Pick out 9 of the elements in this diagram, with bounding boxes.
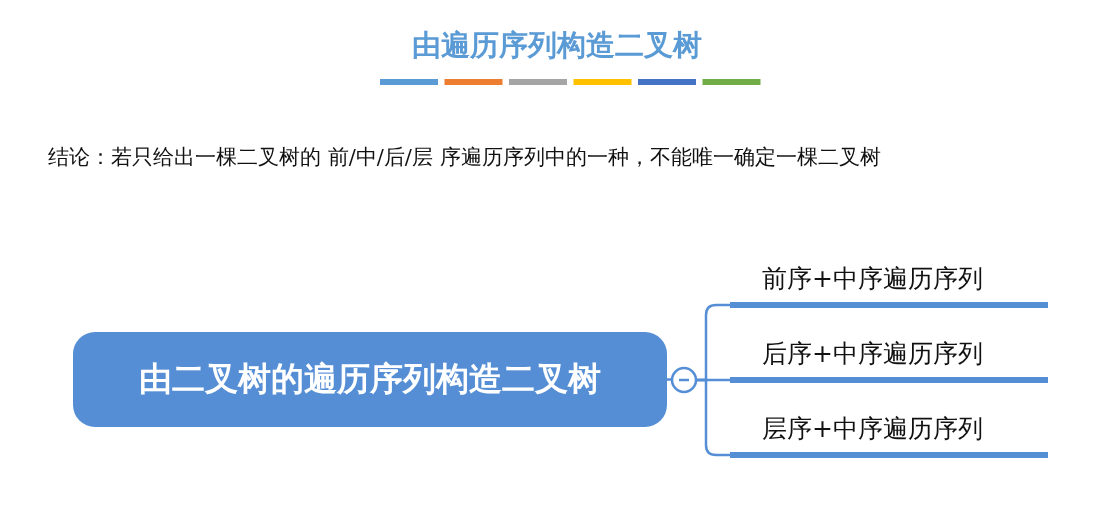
branch-topic: 前序+中序遍历序列: [730, 255, 1048, 308]
branch-topic: 后序+中序遍历序列: [730, 330, 1048, 383]
connector-line: [667, 378, 672, 381]
connector-line: [696, 303, 730, 382]
collapse-circle: [670, 366, 698, 394]
branch-topic: 层序+中序遍历序列: [730, 405, 1048, 458]
title: 由遍历序列构造二叉树: [411, 27, 703, 64]
conclusion-text: 结论：若只给出一棵二叉树的 前/中/后/层 序遍历序列中的一种，不能唯一确定一棵二叉树: [48, 144, 881, 171]
topic-box: 由二叉树的遍历序列构造二叉树: [73, 332, 667, 427]
